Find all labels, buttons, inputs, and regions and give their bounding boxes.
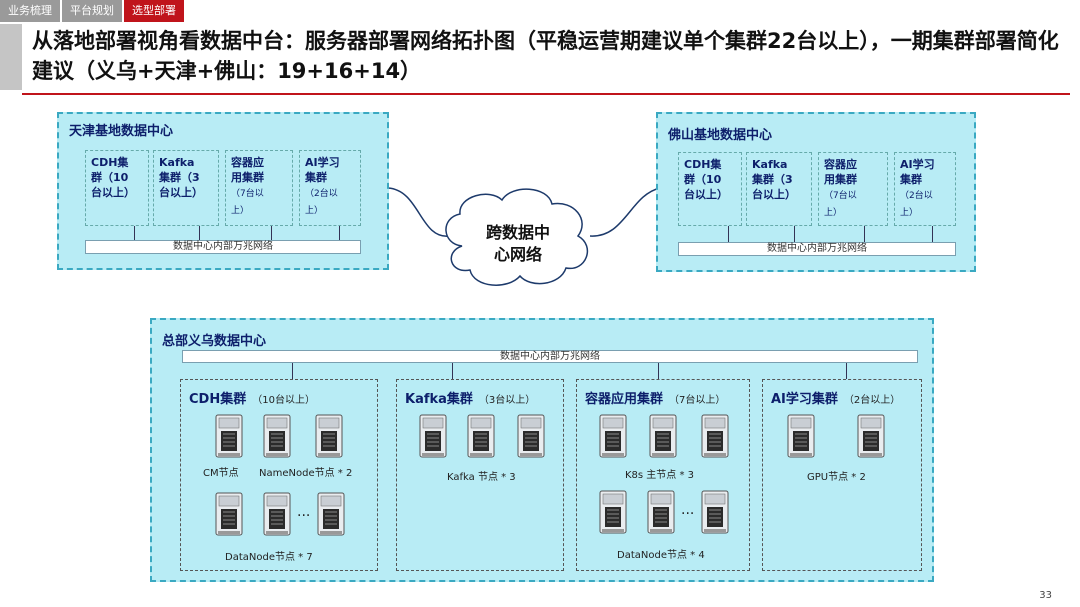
- container-cluster-count: （7台以上）: [669, 395, 726, 406]
- foshan-datacenter: 佛山基地数据中心 CDH集 群（10 台以上） Kafka 集群（3 台以上） …: [656, 112, 976, 272]
- tab-bar: 业务梳理 平台规划 选型部署: [0, 0, 186, 22]
- yiwu-ai-cluster: AI学习集群 （2台以上） GPU节点 * 2: [762, 379, 922, 571]
- container-datanode-label: DataNode节点 * 4: [617, 550, 705, 561]
- cloud-shape: [445, 188, 589, 286]
- ellipsis: ...: [681, 502, 695, 518]
- foshan-ai-cluster: AI学习 集群（2台以 上）: [894, 152, 956, 226]
- container-cluster-name: 容器应用集群: [585, 392, 664, 407]
- tianjin-container-cluster: 容器应 用集群（7台以 上）: [225, 150, 293, 226]
- kafka-node-label: Kafka 节点 * 3: [447, 472, 516, 483]
- datanode-label: DataNode节点 * 7: [225, 552, 313, 563]
- tianjin-kafka-cluster: Kafka 集群（3 台以上）: [153, 150, 219, 226]
- yiwu-network: 数据中心内部万兆网络: [182, 350, 918, 363]
- tianjin-network: 数据中心内部万兆网络: [85, 240, 361, 254]
- kafka-server-icon: [419, 414, 447, 458]
- k8s-master-label: K8s 主节点 * 3: [625, 470, 695, 481]
- cloud-label: 跨数据中 心网络: [485, 223, 550, 264]
- namenode-label: NameNode节点 * 2: [259, 468, 353, 479]
- container-datanode-server-icon: [599, 490, 627, 534]
- gpu-server-icon: [857, 414, 885, 458]
- k8s-master-server-icon: [649, 414, 677, 458]
- tab-platform-planning[interactable]: 平台规划: [62, 0, 122, 22]
- cdh-cluster-count: （10台以上）: [252, 395, 315, 406]
- foshan-container-cluster: 容器应 用集群（7台以 上）: [818, 152, 888, 226]
- page-number: 33: [1039, 590, 1052, 601]
- k8s-master-server-icon: [599, 414, 627, 458]
- container-datanode-server-icon: [701, 490, 729, 534]
- cdh-cluster-name: CDH集群: [189, 392, 247, 407]
- kafka-cluster-name: Kafka集群: [405, 392, 473, 407]
- foshan-network: 数据中心内部万兆网络: [678, 242, 956, 256]
- datanode-server-icon: [317, 492, 345, 536]
- tianjin-title: 天津基地数据中心: [69, 124, 174, 139]
- foshan-kafka-cluster: Kafka 集群（3 台以上）: [746, 152, 812, 226]
- ai-cluster-count: （2台以上）: [843, 395, 901, 406]
- cm-server-icon: [215, 414, 243, 458]
- yiwu-kafka-cluster: Kafka集群 （3台以上） Kafka 节点 * 3: [396, 379, 564, 571]
- foshan-cdh-cluster: CDH集 群（10 台以上）: [678, 152, 742, 226]
- foshan-title: 佛山基地数据中心: [668, 128, 773, 143]
- title-accent-bar: [0, 24, 22, 90]
- cm-node-label: CM节点: [203, 468, 239, 479]
- yiwu-title: 总部义乌数据中心: [162, 334, 267, 349]
- title-divider: [22, 93, 1070, 95]
- gpu-server-icon: [787, 414, 815, 458]
- kafka-cluster-count: （3台以上）: [478, 395, 536, 406]
- yiwu-datacenter: 总部义乌数据中心 数据中心内部万兆网络 CDH集群 （10台以上） CM节点 Na…: [150, 318, 934, 582]
- kafka-server-icon: [467, 414, 495, 458]
- tianjin-datacenter: 天津基地数据中心 CDH集 群（10 台以上） Kafka 集群（3 台以上） …: [57, 112, 389, 270]
- container-datanode-server-icon: [647, 490, 675, 534]
- page-title: 从落地部署视角看数据中台：服务器部署网络拓扑图（平稳运营期建议单个集群22台以上…: [32, 29, 1059, 83]
- yiwu-cdh-cluster: CDH集群 （10台以上） CM节点 NameNode节点 * 2 ... Dat…: [180, 379, 378, 571]
- namenode-server-icon: [315, 414, 343, 458]
- k8s-master-server-icon: [701, 414, 729, 458]
- tianjin-cdh-cluster: CDH集 群（10 台以上）: [85, 150, 149, 226]
- namenode-server-icon: [263, 414, 291, 458]
- ellipsis: ...: [297, 504, 311, 520]
- kafka-server-icon: [517, 414, 545, 458]
- gpu-node-label: GPU节点 * 2: [807, 472, 866, 483]
- tab-business-review[interactable]: 业务梳理: [0, 0, 60, 22]
- yiwu-container-cluster: 容器应用集群 （7台以上） K8s 主节点 * 3 ... DataNode节点 …: [576, 379, 750, 571]
- datanode-server-icon: [263, 492, 291, 536]
- ai-cluster-name: AI学习集群: [771, 392, 838, 407]
- tab-deployment[interactable]: 选型部署: [124, 0, 184, 22]
- tianjin-ai-cluster: AI学习 集群（2台以 上）: [299, 150, 361, 226]
- datanode-server-icon: [215, 492, 243, 536]
